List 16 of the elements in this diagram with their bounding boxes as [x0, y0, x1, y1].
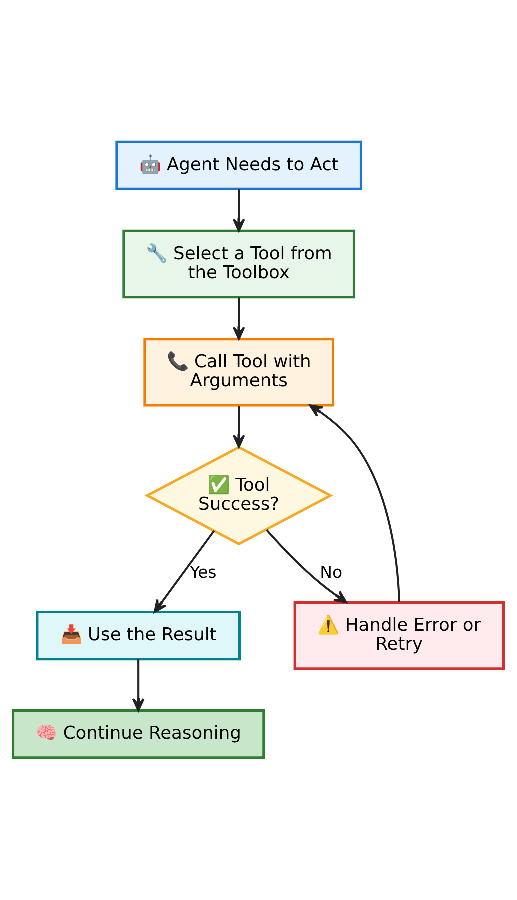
node-box: 📥 Use the Result	[36, 610, 241, 661]
node-box: 🧠 Continue Reasoning	[12, 710, 266, 760]
node-box: 🤖 Agent Needs to Act	[116, 140, 363, 190]
edge-label: Yes	[190, 562, 217, 582]
arrow	[266, 529, 348, 604]
arrow	[232, 406, 246, 448]
node-box: 🔧 Select a Tool from the Toolbox	[122, 230, 356, 299]
arrow	[132, 659, 145, 712]
arrow	[309, 404, 401, 602]
node-box: ⚠ Handle Error or Retry	[294, 601, 506, 670]
node-box: 📞 Call Tool with Arguments	[144, 338, 335, 407]
arrow	[232, 298, 246, 340]
node-diamond: ✅ Tool Success?	[144, 446, 334, 546]
arrow	[232, 189, 246, 232]
arrow	[154, 530, 216, 614]
edge-label: No	[320, 562, 343, 582]
